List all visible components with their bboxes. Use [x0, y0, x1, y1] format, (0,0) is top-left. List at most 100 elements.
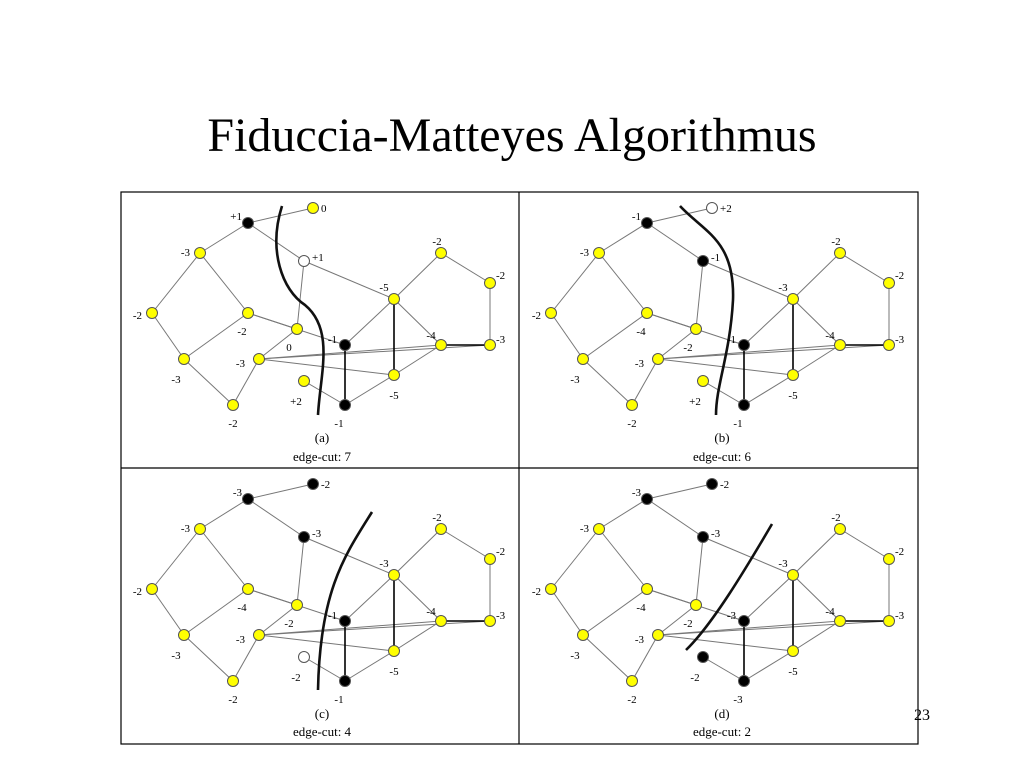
graph-edge — [344, 650, 395, 682]
graph-edge — [258, 634, 395, 652]
graph-edge — [199, 222, 249, 254]
graph-node-yellow — [626, 675, 638, 687]
node-gain-label: -3 — [171, 374, 181, 386]
node-gain-label: -3 — [236, 634, 246, 646]
node-gain-label: -3 — [181, 523, 191, 535]
node-gain-label: -4 — [636, 602, 646, 614]
graph-node-white — [298, 651, 310, 663]
graph-node-yellow — [883, 615, 895, 627]
node-gain-label: -3 — [778, 558, 788, 570]
node-gain-label: -2 — [321, 479, 330, 491]
graph-edge — [199, 498, 249, 530]
graph-node-black — [339, 615, 351, 627]
node-gain-label: -2 — [720, 479, 729, 491]
node-gain-label: -3 — [580, 247, 590, 259]
graph-edge — [393, 574, 442, 622]
graph-edge — [151, 252, 201, 314]
graph-node-yellow — [484, 339, 496, 351]
graph-node-yellow — [388, 645, 400, 657]
graph-node-yellow — [593, 523, 605, 535]
graph-edge — [183, 588, 249, 636]
graph-edge — [646, 207, 713, 224]
graph-node-black — [697, 651, 709, 663]
graph-edge — [702, 260, 794, 300]
graph-node-black — [641, 493, 653, 505]
graph-node-yellow — [298, 375, 310, 387]
graph-node-yellow — [883, 277, 895, 289]
node-gain-label: -5 — [788, 666, 798, 678]
graph-edge — [296, 260, 305, 330]
graph-edge — [550, 588, 584, 636]
graph-edge — [393, 344, 442, 376]
node-gain-label: -4 — [426, 330, 436, 342]
node-gain-label: -3 — [580, 523, 590, 535]
graph-edge — [657, 344, 890, 360]
node-gain-label: -3 — [171, 650, 181, 662]
graph-edge — [303, 656, 346, 682]
graph-edge — [258, 344, 491, 360]
partition-cut-line — [685, 523, 774, 651]
graph-node-white — [706, 202, 718, 214]
graph-node-black — [339, 339, 351, 351]
graph-node-yellow — [178, 629, 190, 641]
node-gain-label: -3 — [635, 358, 645, 370]
graph-edge — [839, 252, 890, 284]
graph-edge — [344, 374, 395, 406]
graph-node-black — [697, 531, 709, 543]
graph-edge — [657, 328, 697, 360]
graph-node-yellow — [834, 523, 846, 535]
graph-node-yellow — [690, 599, 702, 611]
graph-edge — [247, 312, 298, 330]
panel-caption: (d) — [714, 706, 729, 721]
node-gain-label: -2 — [496, 270, 505, 282]
graph-edge — [550, 528, 600, 590]
graph-node-yellow — [652, 629, 664, 641]
graph-node-black — [738, 615, 750, 627]
graph-node-yellow — [626, 399, 638, 411]
node-gain-label: -2 — [496, 546, 505, 558]
node-gain-label: -3 — [236, 358, 246, 370]
graph-edge — [646, 498, 704, 538]
node-gain-label: -2 — [133, 310, 142, 322]
node-gain-label: -2 — [133, 586, 142, 598]
node-gain-label: -4 — [825, 606, 835, 618]
node-gain-label: -3 — [895, 610, 905, 622]
node-gain-label: -1 — [711, 252, 720, 264]
graph-edge — [657, 620, 890, 636]
graph-edge — [393, 528, 442, 576]
node-gain-label: -5 — [389, 390, 399, 402]
graph-edge — [792, 620, 841, 652]
graph-edge — [792, 298, 841, 346]
graph-edge — [598, 498, 648, 530]
graph-node-yellow — [435, 247, 447, 259]
graph-edge — [598, 528, 648, 590]
node-gain-label: -3 — [733, 694, 743, 706]
node-gain-label: -3 — [496, 610, 506, 622]
graph-node-yellow — [883, 553, 895, 565]
graph-node-yellow — [545, 307, 557, 319]
node-gain-label: -2 — [237, 326, 246, 338]
graph-node-yellow — [484, 553, 496, 565]
graph-edges — [550, 207, 890, 406]
node-gain-label: -1 — [328, 334, 337, 346]
node-gain-label: -1 — [727, 334, 736, 346]
graph-node-yellow — [227, 399, 239, 411]
graph-node-yellow — [834, 615, 846, 627]
graph-node-yellow — [146, 307, 158, 319]
node-gain-label: -3 — [181, 247, 191, 259]
node-gain-label: -5 — [788, 390, 798, 402]
node-gain-label: -2 — [831, 512, 840, 524]
node-gain-label: +1 — [230, 211, 242, 223]
graph-edge — [258, 620, 491, 636]
graph-node-yellow — [307, 202, 319, 214]
graph-edge — [743, 574, 794, 622]
node-gain-label: -2 — [627, 418, 636, 430]
graph-node-black — [697, 255, 709, 267]
edge-cut-label: edge-cut: 4 — [293, 724, 352, 739]
panel-caption: (a) — [315, 430, 329, 445]
graph-node-yellow — [787, 645, 799, 657]
graph-node-yellow — [227, 675, 239, 687]
graph-edge — [582, 634, 633, 682]
graph-edge — [582, 588, 648, 636]
graph-node-black — [706, 478, 718, 490]
